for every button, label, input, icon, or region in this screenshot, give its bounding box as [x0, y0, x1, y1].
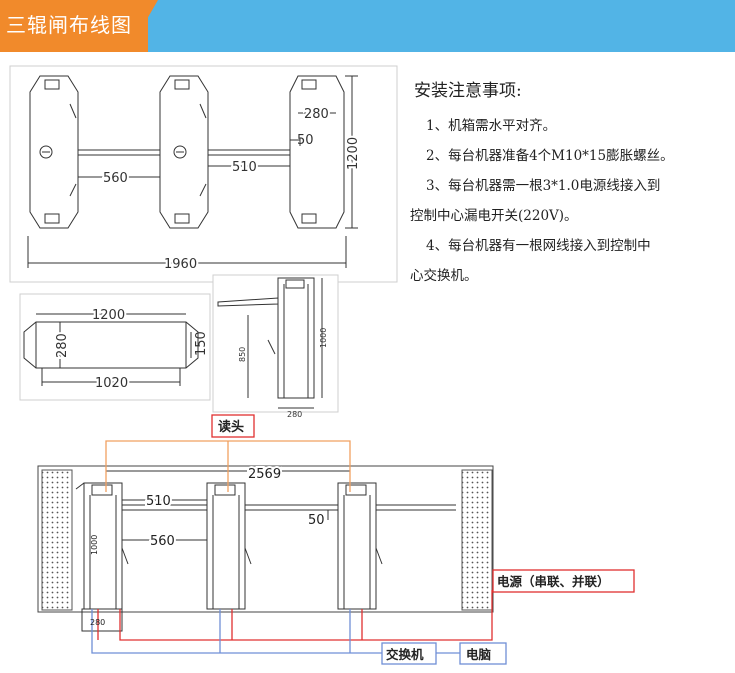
cabinet-outline	[23, 321, 199, 369]
reader-wiring	[105, 430, 351, 492]
dim-150-label: 150	[194, 331, 209, 356]
dim-1960-label: 1960	[164, 257, 197, 272]
reader-label: 读头	[218, 419, 244, 435]
installation-notes: 安装注意事项: 1、机箱需水平对齐。 2、每台机器准备4个M10*15膨胀螺丝。…	[410, 76, 735, 291]
dim-280-label: 280	[55, 333, 70, 358]
note-item: 4、每台机器有一根网线接入到控制中 心交换机。	[410, 238, 651, 284]
dim-1200-label: 1200	[92, 308, 125, 323]
dim-2569-label: 2569	[248, 467, 281, 482]
dim-280-label: 280	[90, 618, 105, 627]
right-wall	[461, 469, 493, 611]
dim-510-label: 510	[146, 494, 171, 509]
title-tab	[0, 0, 148, 52]
dim-560-label: 560	[103, 171, 128, 186]
title-tab-slant	[128, 0, 158, 52]
dim-50-label: 50	[308, 513, 325, 528]
note-item: 1、机箱需水平对齐。	[426, 118, 557, 134]
switch-label-box	[381, 642, 437, 665]
side-view-drawing	[212, 274, 339, 413]
side-cabinet	[277, 277, 315, 399]
turnstile-front-2	[206, 482, 338, 610]
cabinet-top-view-drawing	[19, 293, 211, 401]
dim-1000-label: 1000	[319, 328, 328, 348]
computer-label-box	[459, 642, 507, 665]
top-view-drawing	[9, 65, 398, 283]
note-item: 3、每台机器需一根3*1.0电源线接入到 控制中心漏电开关(220V)。	[410, 178, 661, 224]
dim-50-label: 50	[297, 133, 314, 148]
power-label-box	[492, 569, 635, 593]
power-wiring	[97, 590, 493, 641]
network-wiring	[91, 609, 460, 654]
switch-label: 交换机	[386, 647, 424, 662]
turnstile-top-1	[29, 75, 160, 229]
side-arm	[217, 297, 279, 307]
reader-label-box	[211, 414, 255, 438]
dim-560-label: 560	[150, 534, 175, 549]
computer-label: 电脑	[466, 647, 492, 662]
turnstile-front-3	[337, 482, 456, 610]
notes-title: 安装注意事项:	[414, 81, 522, 101]
dim-1020-label: 1020	[95, 376, 128, 391]
dim-510-label: 510	[232, 160, 257, 175]
turnstile-top-2	[159, 75, 290, 229]
cabinet-top	[289, 75, 345, 229]
turnstile-front-1	[75, 482, 207, 632]
left-wall	[41, 469, 73, 611]
dim-280-label: 280	[287, 410, 302, 419]
dim-1200-label: 1200	[346, 137, 361, 170]
passage-outline	[37, 465, 494, 613]
title-banner: 三辊闸布线图	[0, 0, 735, 52]
dim-850-label: 850	[238, 347, 247, 362]
dim-1000-label: 1000	[90, 535, 99, 555]
power-label: 电源（串联、并联）	[497, 574, 610, 589]
top-view-frame	[9, 65, 398, 283]
note-item: 2、每台机器准备4个M10*15膨胀螺丝。	[426, 148, 674, 164]
dim-280-label: 280	[304, 107, 329, 122]
page-title: 三辊闸布线图	[6, 13, 132, 37]
wiring-view-drawing	[37, 414, 635, 665]
